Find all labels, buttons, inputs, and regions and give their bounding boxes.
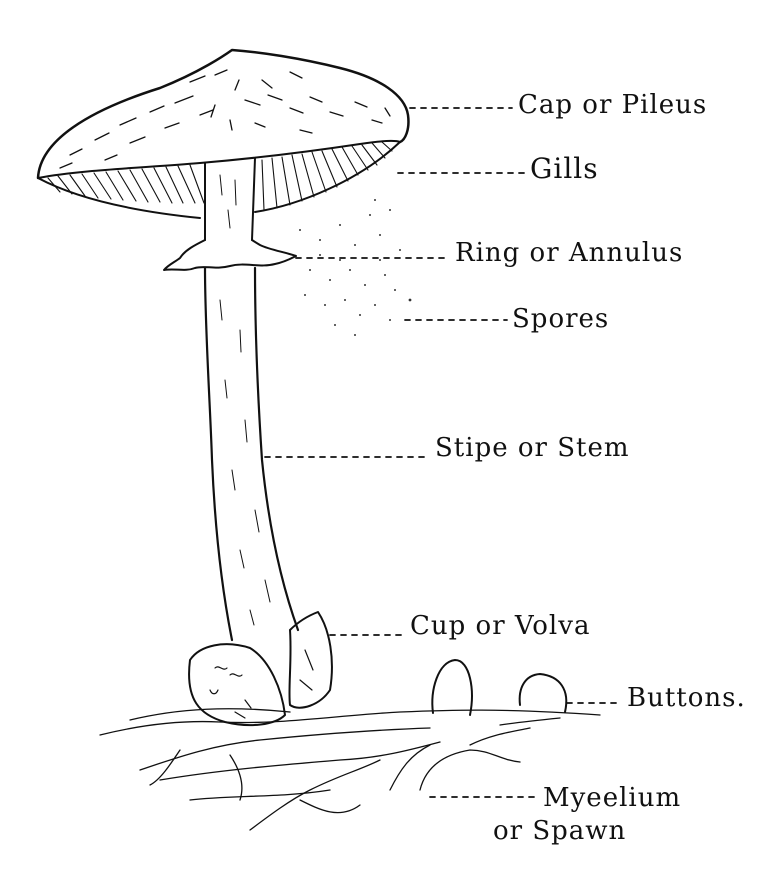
- label-or-spawn: or Spawn: [493, 816, 627, 846]
- label-gills: Gills: [530, 152, 599, 185]
- label-buttons: Buttons.: [627, 683, 746, 713]
- label-cap-or-pileus: Cap or Pileus: [518, 90, 708, 120]
- stem-upper-drawing: [204, 157, 256, 241]
- label-spores: Spores: [512, 304, 610, 334]
- spores-drawing: [299, 199, 412, 336]
- volva-drawing: [188, 611, 333, 727]
- stem-drawing: [203, 266, 300, 642]
- label-cup-or-volva: Cup or Volva: [410, 611, 591, 641]
- label-ring-or-annulus: Ring or Annulus: [455, 238, 684, 268]
- ring-drawing: [163, 239, 297, 271]
- buttons-drawing: [431, 659, 568, 716]
- cap-drawing: [36, 48, 410, 180]
- mycelium-drawing: [99, 708, 601, 831]
- label-stipe-or-stem: Stipe or Stem: [435, 433, 630, 463]
- leader-lines: [264, 107, 623, 798]
- label-mycelium: Myeelium: [543, 783, 682, 813]
- gills-drawing: [37, 141, 401, 219]
